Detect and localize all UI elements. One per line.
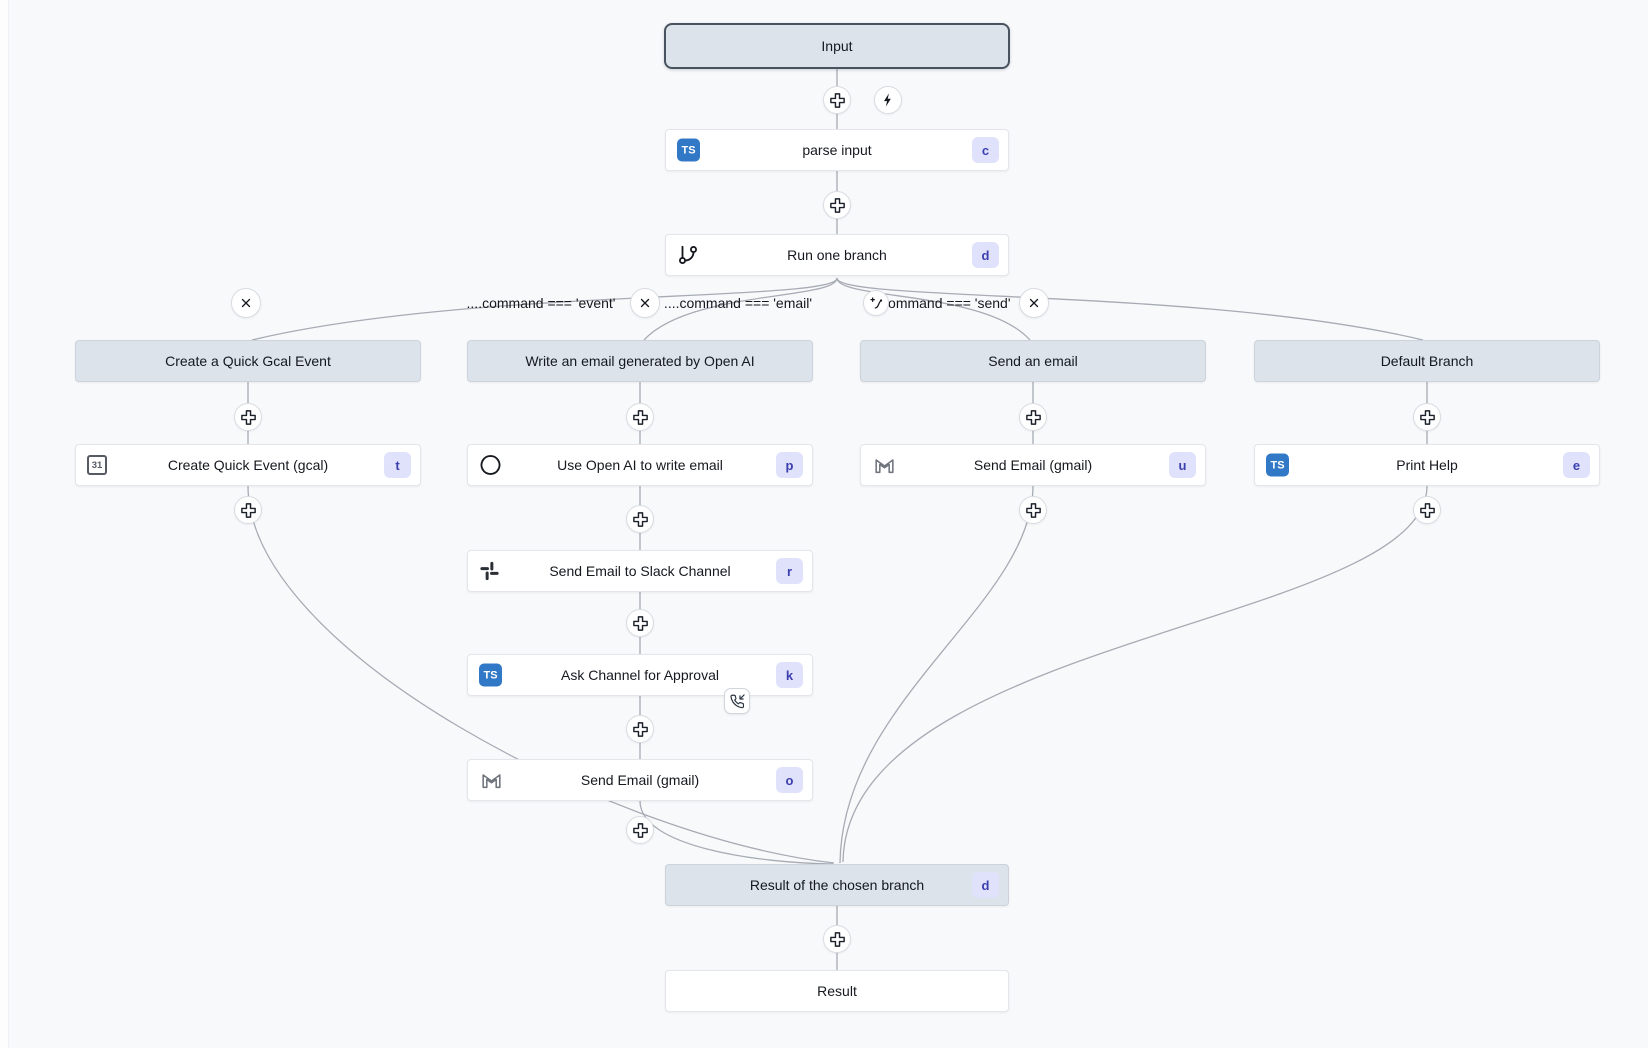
step-label: Ask Channel for Approval [561, 667, 719, 683]
step-id-badge: r [776, 558, 803, 584]
branch-header-send-an-email[interactable]: Send an email [860, 340, 1206, 382]
add-step-button[interactable] [1019, 496, 1047, 524]
plus-icon [632, 822, 648, 838]
plus-icon [1419, 409, 1435, 425]
step-node-send-email-gmail-approval[interactable]: Send Email (gmail) o [467, 759, 813, 801]
step-node-print-help[interactable]: TS Print Help e [1254, 444, 1600, 486]
branch-condition-label: ....command === 'event' [466, 295, 616, 311]
step-label: Print Help [1396, 457, 1458, 473]
delete-branch-button[interactable] [1019, 288, 1049, 318]
add-step-button[interactable] [626, 816, 654, 844]
step-label: Run one branch [787, 247, 887, 263]
branch-header-label: Send an email [988, 353, 1078, 369]
plus-icon [1025, 409, 1041, 425]
add-step-button[interactable] [823, 191, 851, 219]
step-id-badge: o [776, 767, 803, 793]
add-step-button[interactable] [626, 403, 654, 431]
add-step-button[interactable] [823, 925, 851, 953]
suspend-approval-button[interactable] [724, 688, 750, 714]
delete-branch-button[interactable] [231, 288, 261, 318]
lightning-icon [884, 93, 891, 107]
step-id-badge: e [1563, 452, 1590, 478]
branch-header-create-gcal-event[interactable]: Create a Quick Gcal Event [75, 340, 421, 382]
git-branch-icon [677, 244, 699, 266]
plus-icon [829, 197, 845, 213]
step-node-send-email-slack-channel[interactable]: Send Email to Slack Channel r [467, 550, 813, 592]
plus-icon [829, 931, 845, 947]
branch-header-label: Write an email generated by Open AI [525, 353, 755, 369]
add-step-button[interactable] [1019, 403, 1047, 431]
gmail-icon [479, 768, 504, 793]
step-id-badge: k [776, 662, 803, 688]
step-label: Use Open AI to write email [557, 457, 723, 473]
step-id-badge: t [384, 452, 411, 478]
step-node-run-one-branch[interactable]: Run one branch d [665, 234, 1009, 276]
input-node[interactable]: Input [664, 23, 1010, 69]
gcal-icon: 31 [87, 455, 107, 475]
plus-icon [632, 615, 648, 631]
step-id-badge: u [1169, 452, 1196, 478]
branch-condition-label: ....command === 'send' [865, 295, 1011, 311]
step-id-badge: d [972, 872, 999, 898]
result-node-label: Result [817, 983, 857, 999]
branch-result-node[interactable]: Result of the chosen branch d [665, 864, 1009, 906]
plus-icon [829, 92, 845, 108]
branch-header-default-branch[interactable]: Default Branch [1254, 340, 1600, 382]
add-trigger-button[interactable] [874, 86, 902, 114]
step-node-ask-channel-for-approval[interactable]: TS Ask Channel for Approval k [467, 654, 813, 696]
step-node-parse-input[interactable]: TS parse input c [665, 129, 1009, 171]
step-node-use-openai-write-email[interactable]: Use Open AI to write email p [467, 444, 813, 486]
plus-icon [240, 409, 256, 425]
typescript-icon: TS [1266, 453, 1289, 477]
plus-icon [1419, 502, 1435, 518]
step-label: Send Email to Slack Channel [549, 563, 731, 579]
close-icon [241, 298, 251, 308]
input-node-label: Input [821, 38, 853, 54]
plus-icon [632, 409, 648, 425]
plus-icon [1025, 502, 1041, 518]
step-label: Create Quick Event (gcal) [167, 457, 329, 473]
step-label: Send Email (gmail) [973, 457, 1093, 473]
typescript-icon: TS [479, 663, 502, 687]
add-step-button[interactable] [823, 86, 851, 114]
branch-header-label: Create a Quick Gcal Event [165, 353, 331, 369]
add-branch-button[interactable] [863, 290, 889, 316]
step-label: parse input [802, 142, 872, 158]
step-id-badge: p [776, 452, 803, 478]
close-icon [640, 298, 650, 308]
step-node-send-email-gmail[interactable]: Send Email (gmail) u [860, 444, 1206, 486]
branch-header-write-email-openai[interactable]: Write an email generated by Open AI [467, 340, 813, 382]
add-step-button[interactable] [1413, 403, 1441, 431]
openai-icon [479, 454, 502, 477]
step-id-badge: d [972, 242, 999, 268]
add-step-button[interactable] [626, 609, 654, 637]
branch-header-label: Default Branch [1380, 353, 1474, 369]
plus-icon [632, 721, 648, 737]
gmail-icon [872, 453, 897, 478]
typescript-icon: TS [677, 138, 700, 162]
step-label: Send Email (gmail) [580, 772, 700, 788]
plus-icon [632, 511, 648, 527]
add-step-button[interactable] [234, 496, 262, 524]
step-id-badge: c [972, 137, 999, 163]
add-step-button[interactable] [626, 715, 654, 743]
phone-incoming-icon [729, 693, 745, 708]
add-branch-icon [870, 297, 883, 309]
close-icon [1029, 298, 1039, 308]
branch-condition-label: ....command === 'email' [663, 295, 813, 311]
plus-icon [240, 502, 256, 518]
add-step-button[interactable] [626, 505, 654, 533]
add-step-button[interactable] [234, 403, 262, 431]
result-node[interactable]: Result [665, 970, 1009, 1012]
delete-branch-button[interactable] [630, 288, 660, 318]
branch-result-label: Result of the chosen branch [749, 877, 925, 893]
step-node-create-quick-event-gcal[interactable]: 31 Create Quick Event (gcal) t [75, 444, 421, 486]
slack-icon [479, 561, 500, 582]
add-step-button[interactable] [1413, 496, 1441, 524]
